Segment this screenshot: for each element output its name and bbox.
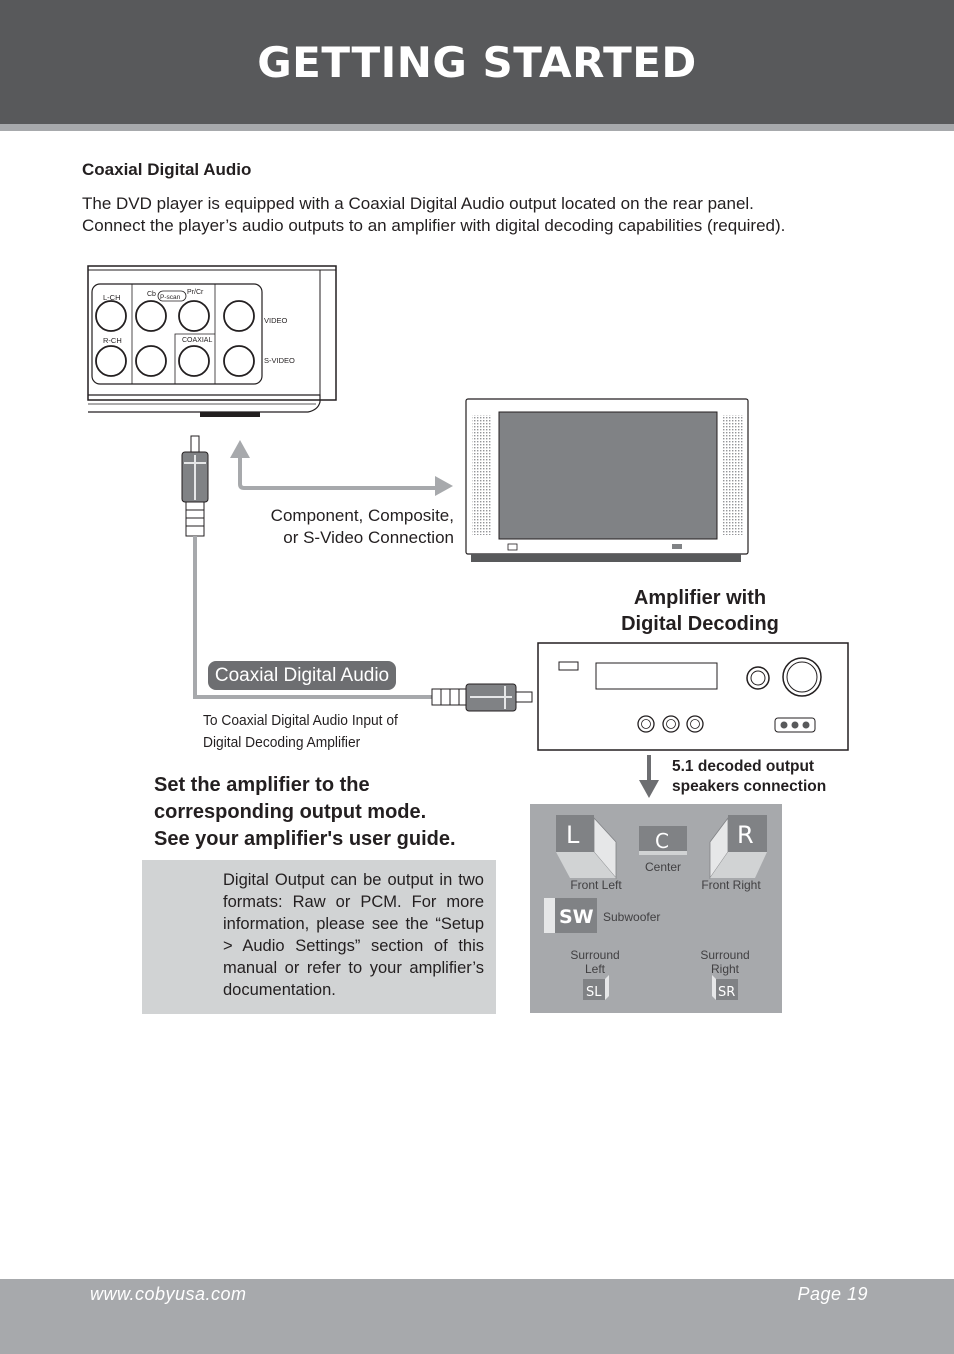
pscan-label: P-scan — [160, 294, 181, 301]
note-text: Digital Output can be output in two form… — [223, 871, 484, 999]
amplifier — [537, 642, 849, 751]
surround-left-speaker: SL — [583, 975, 609, 1000]
front-left-letter: L — [566, 821, 580, 849]
page-footer — [0, 1279, 954, 1354]
front-left-speaker: L — [556, 815, 617, 880]
dvd-player-rear-panel: L-CH R-CH Cb Pr/Cr P-scan COAXIAL VIDEO … — [87, 265, 337, 417]
page-header — [0, 0, 954, 124]
surround-right-line-1: Surround — [700, 948, 750, 962]
center-letter: C — [655, 829, 669, 853]
video-connection-arrow — [230, 440, 453, 496]
intro-line-1: The DVD player is equipped with a Coaxia… — [82, 194, 754, 213]
surround-left-line-2: Left — [584, 962, 605, 976]
rch-jack — [95, 345, 127, 377]
video-connection-line-1: Component, Composite, — [270, 506, 454, 525]
page-title: GETTING STARTED — [257, 38, 697, 87]
section-heading: Coaxial Digital Audio — [82, 160, 252, 179]
decoded-output-line-2: speakers connection — [672, 778, 827, 795]
coaxial-input-line-1: To Coaxial Digital Audio Input of — [203, 712, 398, 729]
subwoofer-speaker: SW — [544, 898, 597, 933]
surround-right-letter: SR — [718, 985, 735, 1000]
coaxial-input-line-2: Digital Decoding Amplifier — [203, 734, 361, 751]
subwoofer-letter: SW — [559, 906, 594, 928]
note-box — [142, 860, 496, 1014]
header-divider — [0, 124, 954, 131]
page-number: Page 19 — [797, 1284, 868, 1304]
front-right-speaker: R — [709, 815, 767, 880]
intro-line-2: Connect the player’s audio outputs to an… — [82, 215, 786, 235]
coaxial-label: COAXIAL — [182, 337, 212, 344]
prcr-label: Pr/Cr — [187, 289, 204, 296]
footer-url-link[interactable]: www.cobyusa.com — [90, 1284, 247, 1304]
svideo-label: S-VIDEO — [264, 356, 295, 365]
speaker-layout-panel: L C R SW SL SR — [530, 804, 782, 1013]
prcr-jack — [178, 300, 210, 332]
surround-right-label: Surround Right — [695, 948, 755, 976]
front-right-label: Front Right — [701, 878, 761, 892]
coaxial-cable — [181, 435, 533, 712]
intro-paragraph: The DVD player is equipped with a Coaxia… — [82, 193, 882, 236]
surround-right-line-2: Right — [710, 962, 739, 976]
amplifier-title: Amplifier with Digital Decoding — [590, 585, 810, 637]
lch-label: L-CH — [103, 293, 121, 302]
cb-lower-jack — [135, 345, 167, 377]
speakers-arrow — [639, 755, 659, 798]
instruction-line-2: corresponding output mode. — [154, 801, 427, 823]
surround-left-line-1: Surround — [570, 948, 620, 962]
amplifier-title-line-2: Digital Decoding — [621, 613, 779, 635]
amplifier-mode-instruction: Set the amplifier to the corresponding o… — [154, 772, 514, 853]
television — [465, 398, 749, 562]
coaxial-jack — [178, 345, 210, 377]
instruction-line-1: Set the amplifier to the — [154, 774, 370, 796]
svideo-jack — [223, 345, 255, 377]
center-label: Center — [644, 860, 682, 874]
surround-right-speaker: SR — [712, 975, 738, 1000]
decoded-output-line-1: 5.1 decoded output — [672, 758, 815, 775]
subwoofer-label: Subwoofer — [603, 910, 661, 924]
surround-left-letter: SL — [586, 985, 602, 1000]
video-jack — [223, 300, 255, 332]
rch-label: R-CH — [103, 336, 122, 345]
instruction-line-3: See your amplifier's user guide. — [154, 828, 456, 850]
amplifier-title-line-1: Amplifier with — [633, 587, 767, 609]
video-label: VIDEO — [264, 316, 288, 325]
coaxial-audio-pill: Coaxial Digital Audio — [208, 661, 396, 690]
front-right-letter: R — [737, 821, 754, 849]
video-connection-label: Component, Composite, or S-Video Connect… — [240, 505, 454, 549]
decoded-output-label: 5.1 decoded output speakers connection — [672, 757, 872, 797]
surround-left-label: Surround Left — [565, 948, 625, 976]
lch-jack — [95, 300, 127, 332]
center-speaker: C — [639, 826, 687, 855]
coaxial-input-label: To Coaxial Digital Audio Input of Digita… — [203, 710, 424, 754]
video-connection-line-2: or S-Video Connection — [283, 528, 454, 547]
cb-label: Cb — [147, 291, 156, 298]
cb-jack — [135, 300, 167, 332]
front-left-label: Front Left — [570, 878, 622, 892]
